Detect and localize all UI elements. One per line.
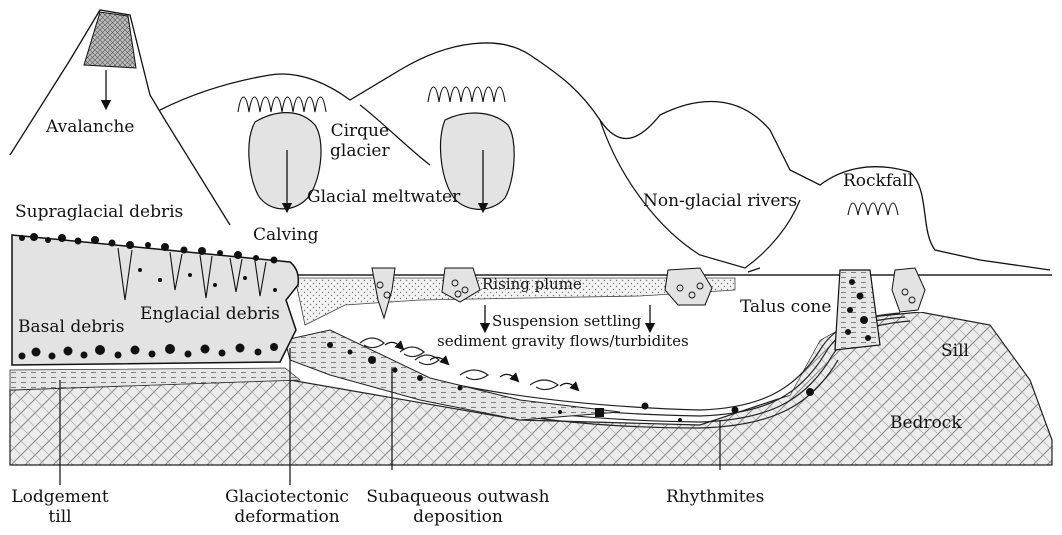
label-basal-debris: Basal debris bbox=[18, 318, 124, 338]
label-lodgement-till: Lodgement till bbox=[8, 488, 112, 527]
label-englacial-debris: Englacial debris bbox=[140, 305, 280, 325]
label-lodgement-till-line2: till bbox=[8, 508, 112, 528]
label-cirque-glacier-line2: glacier bbox=[330, 142, 390, 162]
label-bedrock: Bedrock bbox=[890, 414, 962, 434]
label-glaciotectonic-line1: Glaciotectonic bbox=[212, 488, 362, 508]
label-calving: Calving bbox=[253, 226, 318, 246]
label-sill: Sill bbox=[941, 342, 969, 362]
avalanche-snow-cap bbox=[84, 12, 136, 68]
label-subaqueous-outwash-deposition: Subaqueous outwash deposition bbox=[358, 488, 558, 527]
label-cirque-glacier-line1: Cirque bbox=[330, 122, 390, 142]
label-suspension-settling: Suspension settling bbox=[492, 313, 641, 330]
label-glacial-meltwater: Glacial meltwater bbox=[307, 188, 460, 208]
label-talus-cone: Talus cone bbox=[740, 298, 831, 318]
label-lodgement-till-line1: Lodgement bbox=[8, 488, 112, 508]
label-glaciotectonic-line2: deformation bbox=[212, 508, 362, 528]
label-supraglacial-debris: Supraglacial debris bbox=[15, 203, 183, 223]
label-sediment-gravity-flows: sediment gravity flows/turbidites bbox=[437, 333, 689, 350]
label-avalanche: Avalanche bbox=[46, 118, 134, 138]
label-cirque-glacier: Cirque glacier bbox=[330, 122, 390, 161]
glacier-body bbox=[12, 235, 298, 365]
label-rockfall: Rockfall bbox=[843, 172, 913, 192]
label-glaciotectonic-deformation: Glaciotectonic deformation bbox=[212, 488, 362, 527]
label-subaqueous-line1: Subaqueous outwash bbox=[358, 488, 558, 508]
label-rising-plume: Rising plume bbox=[482, 276, 582, 293]
label-rhythmites: Rhythmites bbox=[666, 488, 764, 508]
label-non-glacial-rivers: Non-glacial rivers bbox=[643, 192, 797, 212]
label-subaqueous-line2: deposition bbox=[358, 508, 558, 528]
